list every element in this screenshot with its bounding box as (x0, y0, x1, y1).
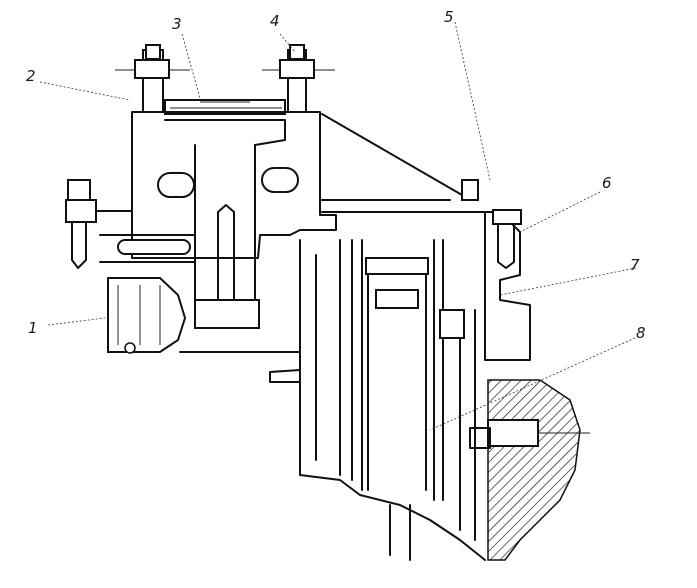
callout-label-3: 3 (172, 15, 182, 33)
cylinder-assembly (365, 239, 476, 541)
top-cover-plate (164, 99, 286, 115)
hatched-base (469, 379, 590, 561)
left-side-bolt (65, 179, 133, 269)
side-channel (99, 234, 196, 263)
leader-lines (39, 21, 637, 431)
callout-label-4: 4 (270, 12, 280, 30)
callout-label-8: 8 (636, 324, 646, 342)
callout-label-2: 2 (26, 67, 36, 85)
left-stud-bolt (115, 44, 190, 113)
housing-body (131, 111, 337, 329)
callout-label-1: 1 (28, 319, 38, 337)
lower-housing (179, 239, 363, 491)
callout-label-5: 5 (444, 8, 454, 26)
right-flange (449, 179, 531, 361)
callout-label-7: 7 (630, 256, 640, 274)
left-nut-fitting (107, 277, 187, 354)
lower-section (299, 474, 486, 561)
callout-label-6: 6 (602, 174, 612, 192)
